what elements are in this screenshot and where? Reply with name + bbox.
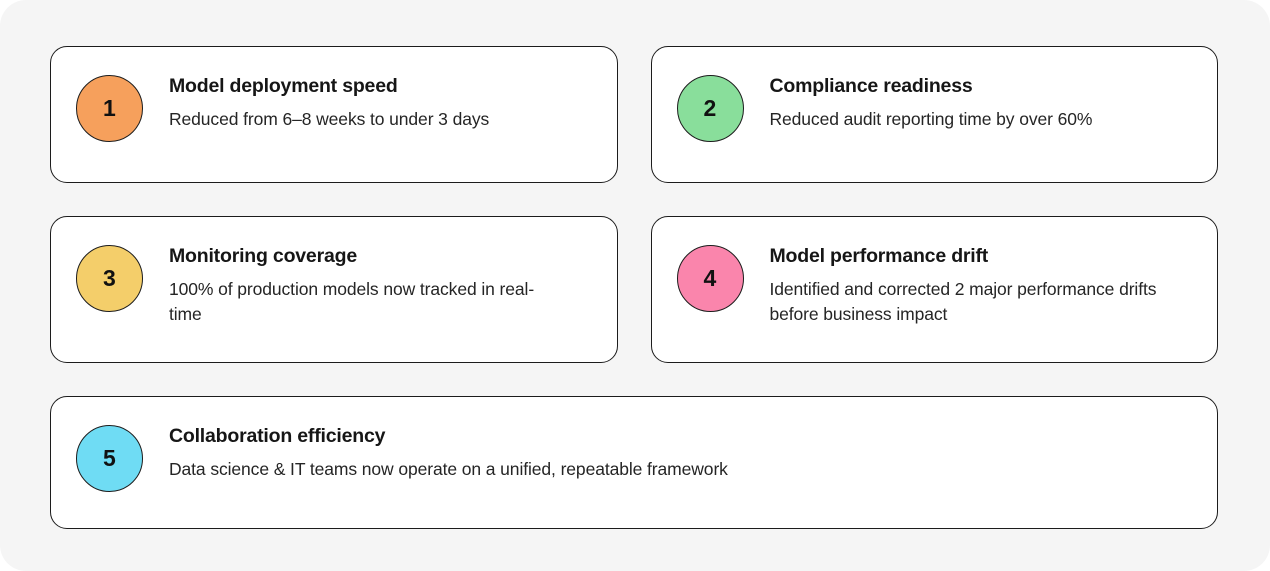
outcome-body-1: Model deployment speed Reduced from 6–8 … [169, 73, 489, 132]
outcome-card-2: 2 Compliance readiness Reduced audit rep… [650, 46, 1218, 183]
outcome-number-5: 5 [102, 445, 117, 471]
outcome-description-1: Reduced from 6–8 weeks to under 3 days [169, 109, 490, 130]
outcome-card-3: 3 Monitoring coverage 100% of production… [50, 216, 618, 363]
outcome-number-badge-3: 3 [76, 245, 143, 312]
outcome-description-5: Data science & IT teams now operate on a… [169, 459, 728, 480]
outcome-body-4: Model performance drift Identified and c… [770, 243, 1170, 327]
outcome-number-1: 1 [102, 95, 117, 121]
outcome-title-2: Compliance readiness [769, 75, 973, 97]
outcome-description-4: Identified and corrected 2 major perform… [769, 279, 1157, 325]
outcome-number-2: 2 [703, 95, 717, 121]
outcome-number-badge-1: 1 [76, 75, 143, 142]
outcome-card-4: 4 Model performance drift Identified and… [650, 216, 1218, 363]
outcome-body-3: Monitoring coverage 100% of production m… [169, 243, 544, 327]
outcome-body-2: Compliance readiness Reduced audit repor… [770, 73, 1093, 132]
outcome-card-1: 1 Model deployment speed Reduced from 6–… [50, 46, 618, 183]
outcome-description-2: Reduced audit reporting time by over 60% [769, 109, 1093, 130]
outcome-number-3: 3 [102, 265, 117, 291]
outcome-title-1: Model deployment speed [169, 75, 398, 97]
outcome-number-4: 4 [703, 265, 717, 291]
outcome-number-badge-5: 5 [76, 425, 143, 492]
outcome-title-5: Collaboration efficiency [169, 425, 386, 447]
outcome-card-5: 5 Collaboration efficiency Data science … [50, 396, 1218, 529]
outcome-title-3: Monitoring coverage [169, 245, 357, 267]
outcome-title-4: Model performance drift [769, 245, 989, 267]
outcome-body-5: Collaboration efficiency Data science & … [169, 423, 728, 482]
outcome-number-badge-2: 2 [676, 75, 744, 142]
outcome-description-3: 100% of production models now tracked in… [169, 279, 535, 325]
outcome-number-badge-4: 4 [676, 245, 744, 312]
outcome-card-grid: 1 Model deployment speed Reduced from 6–… [50, 46, 1218, 529]
